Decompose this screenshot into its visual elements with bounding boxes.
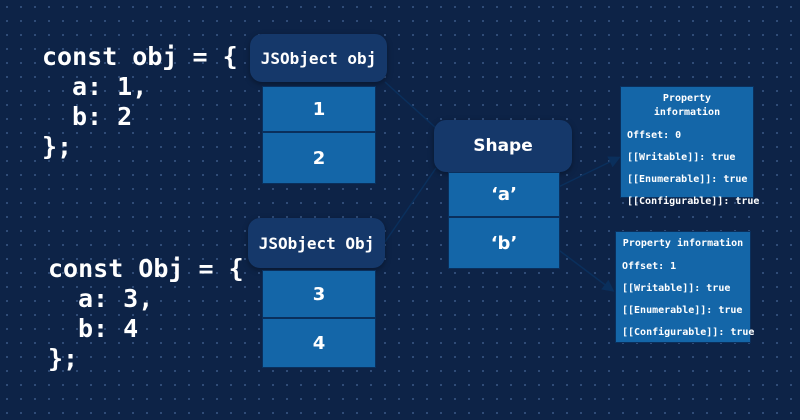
- jsobject-Obj-slot-1: 4: [262, 318, 376, 368]
- property-offset: Offset: 1: [622, 261, 677, 272]
- shape-header: Shape: [434, 120, 572, 172]
- code-line: const Obj = {: [48, 254, 244, 283]
- jsobject-obj-slot-1: 2: [262, 132, 376, 184]
- jsobject-Obj-slot-0: 3: [262, 270, 376, 318]
- shape-key-a: ‘a’: [448, 172, 560, 217]
- property-enumerable: [[Enumerable]]: true: [627, 174, 748, 185]
- jsobject-obj-header: JSObject obj: [250, 34, 387, 82]
- property-info-card-a: Property information Offset: 0 [[Writabl…: [620, 86, 759, 207]
- code-line: };: [42, 132, 73, 161]
- code-block-obj: const obj = {a: 1,b: 2};: [42, 42, 238, 162]
- jsobject-Obj-header: JSObject Obj: [248, 218, 385, 268]
- property-info-card-b: Property information Offset: 1 [[Writabl…: [615, 231, 755, 343]
- property-writable: [[Writable]]: true: [622, 283, 731, 294]
- property-info-title: Property information: [653, 93, 721, 118]
- jsobject-obj-slot-0: 1: [262, 86, 376, 132]
- property-offset: Offset: 0: [627, 130, 682, 141]
- code-line: const obj = {: [42, 42, 238, 71]
- shape-key-b: ‘b’: [448, 217, 560, 269]
- code-line: };: [48, 344, 79, 373]
- code-line: a: 3,: [78, 284, 154, 313]
- property-enumerable: [[Enumerable]]: true: [622, 305, 743, 316]
- property-configurable: [[Configurable]]: true: [622, 327, 755, 338]
- connector-Obj-to-shape: [384, 167, 437, 243]
- property-info-title: Property information: [622, 238, 744, 249]
- code-line: a: 1,: [72, 72, 148, 101]
- property-configurable: [[Configurable]]: true: [627, 196, 760, 207]
- property-writable: [[Writable]]: true: [627, 152, 736, 163]
- code-line: b: 4: [78, 314, 139, 343]
- connector-obj-to-shape: [384, 81, 437, 129]
- code-line: b: 2: [72, 102, 133, 131]
- code-block-Obj: const Obj = {a: 3,b: 4};: [48, 254, 244, 374]
